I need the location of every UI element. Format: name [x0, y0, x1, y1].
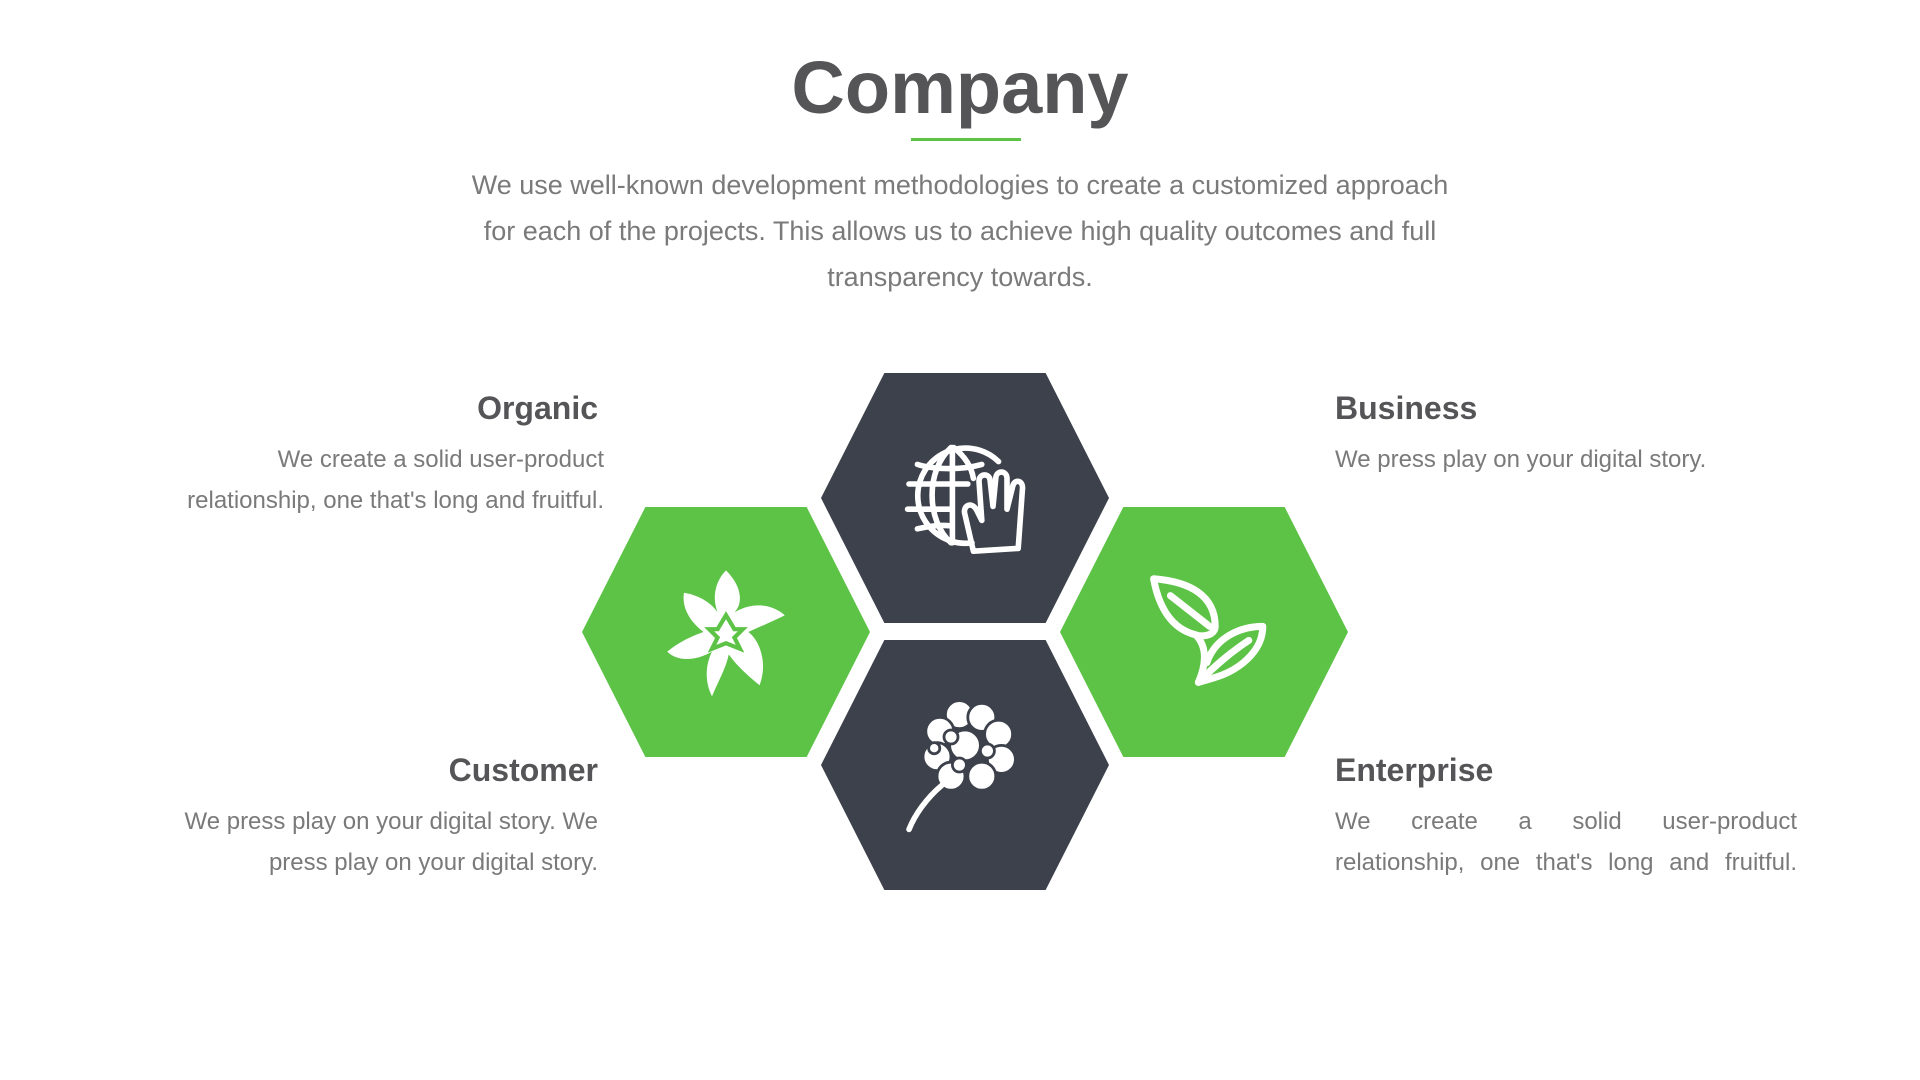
feature-title: Organic: [477, 390, 598, 426]
feature-enterprise: Enterprise We create a solid user-produc…: [1335, 752, 1815, 883]
feature-text: We create a solid user-product relations…: [187, 446, 604, 514]
feature-title: Customer: [448, 752, 598, 788]
feature-title: Enterprise: [1335, 752, 1494, 788]
feature-title: Business: [1335, 390, 1478, 426]
sprout-leaves-icon: [1150, 575, 1267, 686]
feature-text: We press play on your digital story.: [1335, 446, 1707, 473]
feature-text: We press play on your digital story. We …: [184, 808, 598, 876]
feature-text: We create a solid user-product relations…: [1335, 808, 1797, 876]
hex-flower-star: [582, 507, 870, 757]
flower-star-icon: [667, 570, 785, 697]
title-underline: [911, 138, 1021, 141]
hex-bouquet: [821, 640, 1109, 890]
feature-customer: Customer We press play on your digital s…: [118, 752, 598, 883]
intro-text: We use well-known development methodolog…: [471, 170, 1449, 292]
hex-sprout: [1060, 507, 1348, 757]
hex-globe: [821, 373, 1109, 623]
page-title: Company: [791, 46, 1129, 129]
globe-hand-icon: [904, 444, 1026, 554]
flower-bouquet-icon: [906, 699, 1017, 833]
feature-business: Business We press play on your digital s…: [1335, 390, 1815, 480]
feature-organic: Organic We create a solid user-product r…: [118, 390, 604, 521]
